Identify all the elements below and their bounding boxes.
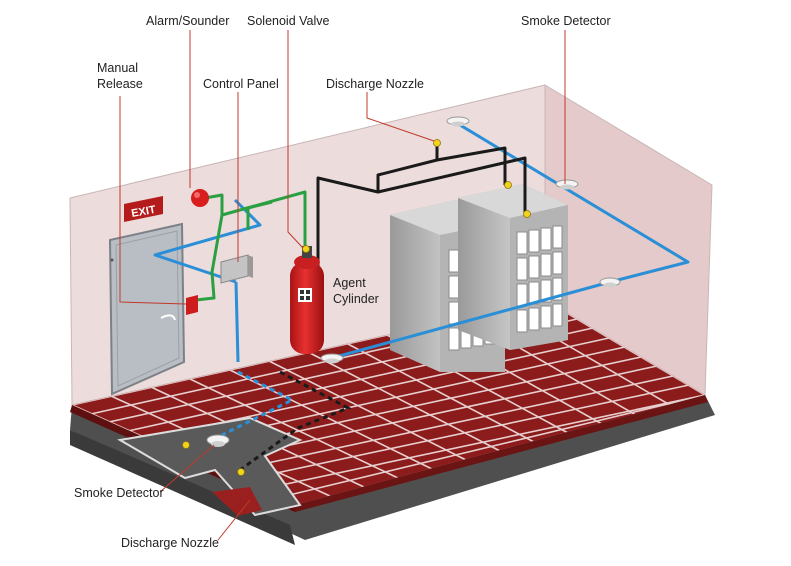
- label-smoke-detector-bottom: Smoke Detector: [74, 486, 164, 500]
- label-solenoid-valve: Solenoid Valve: [247, 14, 330, 28]
- discharge-piping-underfloor: [239, 370, 352, 472]
- smoke-detector-ceiling-right: [599, 277, 621, 288]
- server-cabinet-right: [458, 184, 568, 350]
- exit-sign: EXIT: [124, 196, 163, 222]
- label-agent-cylinder-line1: Agent: [333, 276, 366, 290]
- smoke-detector-floor: [320, 353, 344, 364]
- label-alarm-sounder: Alarm/Sounder: [146, 14, 229, 28]
- smoke-detector-underfloor: [206, 434, 230, 447]
- label-smoke-detector-top: Smoke Detector: [521, 14, 611, 28]
- alarm-sounder: [191, 189, 209, 207]
- smoke-detector-ceiling-left: [446, 116, 470, 127]
- label-discharge-nozzle-bottom: Discharge Nozzle: [121, 536, 219, 550]
- label-manual-release-line2: Release: [97, 77, 143, 91]
- smoke-detector-ceiling-middle: [555, 179, 579, 190]
- label-manual-release-line1: Manual: [97, 61, 138, 75]
- label-control-panel: Control Panel: [203, 77, 279, 91]
- door: [108, 222, 186, 396]
- subfloor-cutaway: [117, 416, 303, 517]
- label-discharge-nozzle-top: Discharge Nozzle: [326, 77, 424, 91]
- control-wiring: [195, 190, 307, 302]
- exit-sign-label: EXIT: [130, 204, 156, 220]
- agent-cylinder: [290, 246, 324, 354]
- discharge-nozzles: [182, 139, 531, 476]
- control-panel: [220, 254, 253, 284]
- detector-wiring-underfloor: [221, 370, 296, 437]
- callout-labels: Alarm/Sounder Solenoid Valve Smoke Detec…: [74, 14, 611, 550]
- leader-lines: [119, 30, 566, 541]
- manual-release: [186, 295, 198, 315]
- label-agent-cylinder-line2: Cylinder: [333, 292, 379, 306]
